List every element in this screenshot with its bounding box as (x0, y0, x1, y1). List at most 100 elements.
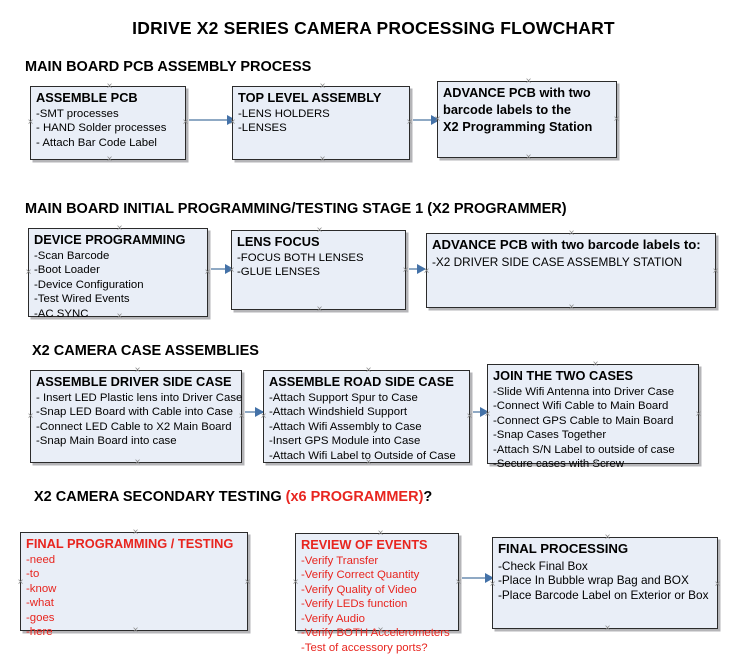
node-advance-pcb-programming-station[interactable]: ADVANCE PCB with two barcode labels to t… (437, 81, 617, 158)
section-heading-x2-camera-case-assemblies: X2 CAMERA CASE ASSEMBLIES (32, 343, 259, 359)
connection-handle-left[interactable] (24, 268, 33, 277)
node-line: -Slide Wifi Antenna into Driver Case (493, 385, 675, 398)
node-line: -Verify Transfer (301, 554, 379, 567)
connection-handle-right[interactable] (694, 410, 703, 419)
node-lens-focus[interactable]: LENS FOCUS -FOCUS BOTH LENSES -GLUE LENS… (231, 230, 406, 310)
node-title: ASSEMBLE PCB (36, 90, 138, 105)
section-heading-text: X2 CAMERA CASE ASSEMBLIES (32, 343, 259, 359)
node-assemble-road-side-case[interactable]: ASSEMBLE ROAD SIDE CASE -Attach Support … (263, 370, 470, 463)
connection-handle-bottom[interactable] (524, 153, 533, 162)
connection-handle-left[interactable] (228, 118, 237, 127)
node-line: -Connect GPS Cable to Main Board (493, 414, 674, 427)
node-line: -Attach Windshield Support (269, 406, 408, 419)
node-line: -Place In Bubble wrap Bag and BOX (498, 573, 689, 588)
node-title: ASSEMBLE ROAD SIDE CASE (269, 374, 454, 389)
node-line: -Attach Support Spur to Case (269, 391, 418, 404)
node-device-programming[interactable]: DEVICE PROGRAMMING -Scan Barcode -Boot L… (28, 228, 208, 320)
node-join-the-two-cases[interactable]: JOIN THE TWO CASES -Slide Wifi Antenna i… (487, 364, 699, 470)
connection-handle-left[interactable] (227, 266, 236, 275)
node-line: -Verify LEDs function (301, 598, 408, 611)
node-assemble-pcb[interactable]: ASSEMBLE PCB -SMT processes - HAND Solde… (30, 86, 186, 160)
node-line: -know (26, 582, 57, 595)
node-title: ASSEMBLE DRIVER SIDE CASE (36, 374, 232, 389)
node-top-level-assembly[interactable]: TOP LEVEL ASSEMBLY -LENS HOLDERS -LENSES (232, 86, 410, 160)
connection-handle-left[interactable] (488, 580, 497, 589)
connection-handle-bottom[interactable] (131, 626, 140, 635)
connection-handle-right[interactable] (237, 412, 246, 421)
section-heading-main-board-pcb-assembly: MAIN BOARD PCB ASSEMBLY PROCESS (25, 59, 311, 75)
node-line: -goes (26, 611, 55, 624)
node-line: -Connect Wifi Cable to Main Board (493, 400, 669, 413)
section-heading-accent: (x6 PROGRAMMER) (285, 489, 424, 505)
node-title: ADVANCE PCB with two (443, 85, 591, 100)
node-line: -FOCUS BOTH LENSES (237, 251, 364, 264)
node-line: -what (26, 597, 54, 610)
node-line: -Snap Cases Together (493, 429, 607, 442)
connection-handle-left[interactable] (26, 412, 35, 421)
connection-handle-top[interactable] (133, 366, 142, 375)
connection-handle-right[interactable] (454, 578, 463, 587)
node-line: -Insert GPS Module into Case (269, 435, 421, 448)
connection-handle-top[interactable] (115, 224, 124, 233)
connection-handle-top[interactable] (131, 528, 140, 537)
connection-handle-bottom[interactable] (591, 459, 600, 468)
node-line: -Attach Wifi Assembly to Case (269, 420, 422, 433)
connection-handle-left[interactable] (26, 118, 35, 127)
connection-handle-left[interactable] (433, 115, 442, 124)
node-assemble-driver-side-case[interactable]: ASSEMBLE DRIVER SIDE CASE - Insert LED P… (30, 370, 242, 463)
node-line-overflow: -Test of accessory ports? (301, 641, 428, 654)
connection-handle-right[interactable] (612, 115, 621, 124)
connection-handle-top[interactable] (591, 360, 600, 369)
node-final-processing[interactable]: FINAL PROCESSING -Check Final Box -Place… (492, 537, 718, 629)
node-title: ADVANCE PCB with two barcode labels to: (432, 237, 701, 252)
connection-handle-top[interactable] (105, 82, 114, 91)
connection-handle-top[interactable] (318, 82, 327, 91)
connection-handle-top[interactable] (376, 529, 385, 538)
node-line: -Verify Quality of Video (301, 583, 417, 596)
connection-handle-top[interactable] (315, 226, 324, 235)
connector-review-to-final-processing (462, 573, 494, 583)
connection-handle-bottom[interactable] (133, 458, 142, 467)
node-title-line2: barcode labels to the (443, 101, 572, 117)
connection-handle-right[interactable] (711, 267, 720, 276)
node-line: -SMT processes (36, 107, 119, 120)
connection-handle-bottom[interactable] (364, 458, 373, 467)
node-title: LENS FOCUS (237, 234, 320, 249)
node-line: -Test Wired Events (34, 293, 130, 306)
section-heading-x2-camera-secondary-testing: X2 CAMERA SECONDARY TESTING (x6 PROGRAMM… (34, 489, 432, 505)
node-line: -GLUE LENSES (237, 266, 320, 279)
connection-handle-bottom[interactable] (115, 312, 124, 321)
connection-handle-top[interactable] (567, 229, 576, 238)
arrow-head-icon (485, 573, 494, 583)
connection-handle-left[interactable] (483, 410, 492, 419)
node-line: -Attach S/N Label to outside of case (493, 443, 675, 456)
node-title: TOP LEVEL ASSEMBLY (238, 90, 382, 105)
section-heading-main-board-initial-programming: MAIN BOARD INITIAL PROGRAMMING/TESTING S… (25, 201, 567, 217)
connection-handle-top[interactable] (603, 533, 612, 542)
connection-handle-top[interactable] (364, 366, 373, 375)
connection-handle-bottom[interactable] (603, 624, 612, 633)
connection-handle-bottom[interactable] (315, 305, 324, 314)
connection-handle-right[interactable] (465, 412, 474, 421)
connection-handle-left[interactable] (422, 267, 431, 276)
connection-handle-right[interactable] (243, 578, 252, 587)
connection-handle-right[interactable] (713, 580, 722, 589)
connection-handle-bottom[interactable] (376, 626, 385, 635)
connection-handle-top[interactable] (524, 77, 533, 86)
node-line: - Attach Bar Code Label (36, 136, 157, 149)
connection-handle-bottom[interactable] (318, 155, 327, 164)
section-heading-text: X2 CAMERA SECONDARY TESTING (34, 489, 286, 505)
node-line: -need (26, 553, 56, 566)
connection-handle-left[interactable] (259, 412, 268, 421)
section-heading-text: MAIN BOARD INITIAL PROGRAMMING/TESTING S… (25, 201, 567, 217)
node-review-of-events[interactable]: REVIEW OF EVENTS -Verify Transfer -Verif… (295, 533, 459, 654)
section-heading-text: MAIN BOARD PCB ASSEMBLY PROCESS (25, 59, 312, 75)
connection-handle-bottom[interactable] (105, 155, 114, 164)
node-advance-pcb-driver-side-station[interactable]: ADVANCE PCB with two barcode labels to: … (426, 233, 716, 308)
node-line: - HAND Solder processes (36, 122, 167, 135)
node-final-programming-testing[interactable]: FINAL PROGRAMMING / TESTING -need -to -k… (20, 532, 248, 638)
node-line: -Verify Correct Quantity (301, 569, 420, 582)
connection-handle-left[interactable] (16, 578, 25, 587)
connection-handle-bottom[interactable] (567, 303, 576, 312)
connection-handle-left[interactable] (291, 578, 300, 587)
